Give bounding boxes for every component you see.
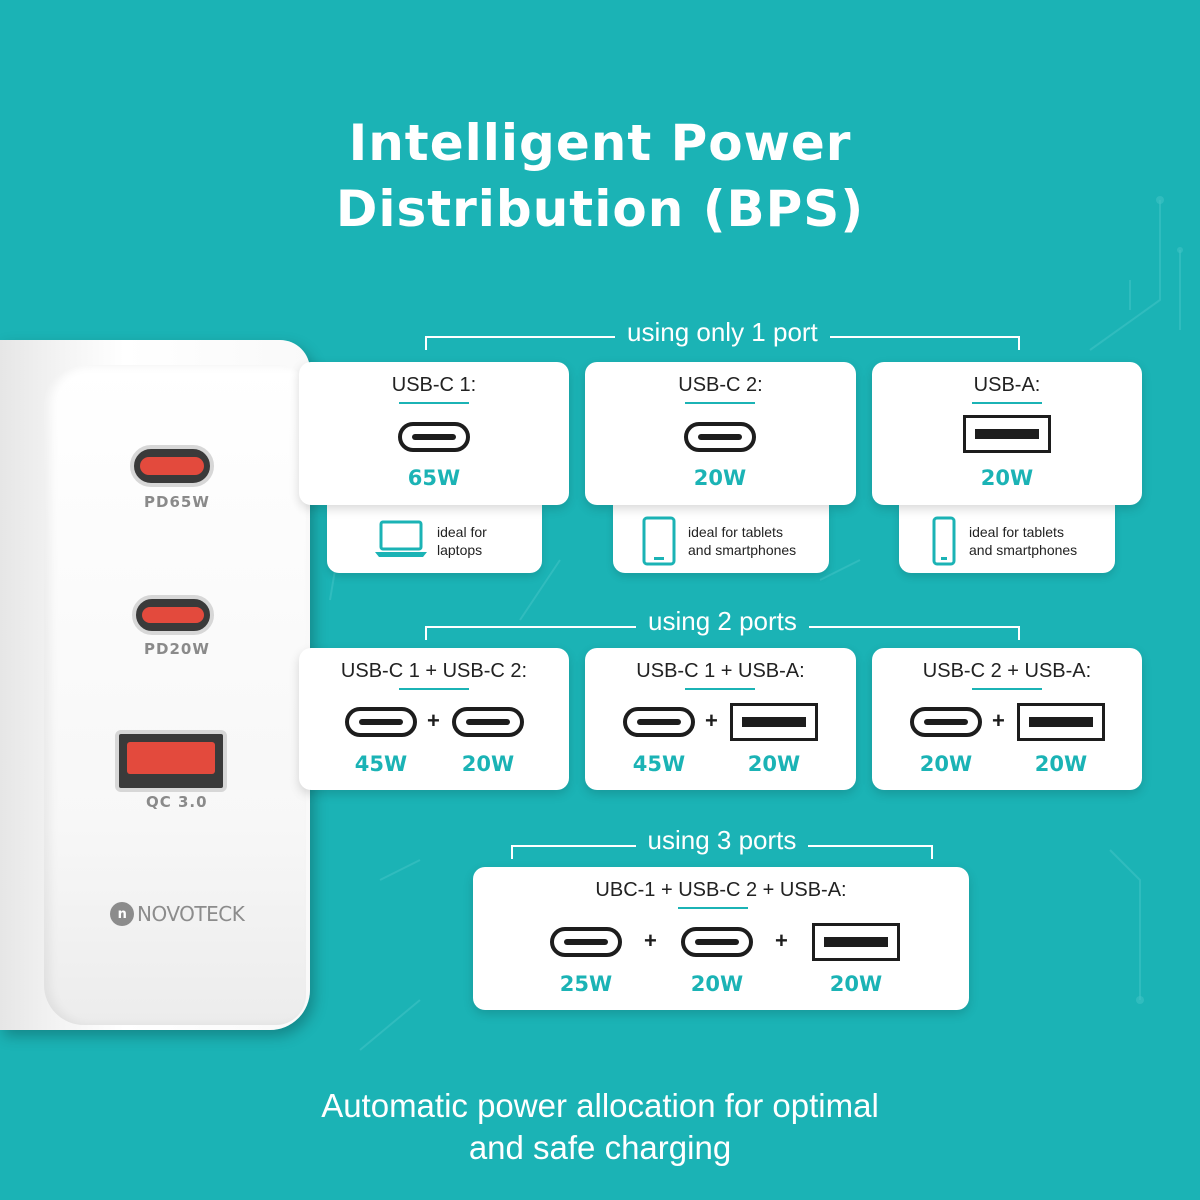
tab-text-line-1: ideal for tablets [969, 524, 1064, 540]
usb-a-port [115, 730, 227, 792]
plus-sign: + [992, 708, 1005, 733]
usb-c2-port [132, 595, 214, 635]
title-line-1: Intelligent Power [348, 114, 852, 172]
card-usb-c1-usb-a: USB-C 1 + USB-A: + 45W 20W [585, 648, 856, 790]
card-title: UBC-1 + USB-C 2 + USB-A: [595, 879, 847, 901]
novoteck-logo-icon: n [110, 902, 134, 926]
tab-text-line-2: and smartphones [969, 542, 1078, 558]
watt-value-1: 20W [919, 752, 973, 776]
card-usb-c2-usb-a: USB-C 2 + USB-A: + 20W 20W [872, 648, 1142, 790]
card-title: USB-C 1 + USB-A: [636, 660, 805, 682]
card-three-ports: UBC-1 + USB-C 2 + USB-A: + + 25W 20W 20W [473, 867, 969, 1010]
watt-value: 20W [980, 466, 1034, 490]
brand-name: NOVOTECK [137, 902, 245, 926]
card-usb-a: USB-A: 20W [872, 362, 1142, 505]
card-title: USB-A: [973, 374, 1041, 396]
usb-c-icon [398, 422, 470, 452]
plus-sign: + [427, 708, 440, 733]
usb-c-icon [684, 422, 756, 452]
card-title: USB-C 2 + USB-A: [922, 660, 1092, 682]
watt-value-2: 20W [690, 972, 744, 996]
tablet-icon [642, 516, 676, 566]
one-port-section-label: using only 1 port [615, 317, 830, 348]
usb-c-icon [623, 707, 695, 737]
card-usb-c1: USB-C 1: 65W [299, 362, 569, 505]
tab-text-line-2: and smartphones [688, 542, 797, 558]
footer-line-1: Automatic power allocation for optimal [321, 1087, 879, 1124]
charger-product-image: PD65W PD20W QC 3.0 n NOVOTECK [0, 340, 320, 1040]
watt-value-2: 20W [747, 752, 801, 776]
watt-value-1: 25W [559, 972, 613, 996]
card-title: USB-C 1 + USB-C 2: [340, 660, 528, 682]
port1-label: PD65W [144, 493, 210, 511]
card-usb-c1-usb-c2: USB-C 1 + USB-C 2: + 45W 20W [299, 648, 569, 790]
usb-a-icon [730, 703, 818, 741]
usb-c1-port [130, 445, 214, 487]
usb-c-icon [452, 707, 524, 737]
usb-c-icon [681, 927, 753, 957]
watt-value: 20W [693, 466, 747, 490]
plus-sign: + [775, 928, 788, 953]
page-title: Intelligent Power Distribution (BPS) [0, 110, 1200, 242]
three-ports-section-label: using 3 ports [635, 825, 809, 856]
watt-value-2: 20W [461, 752, 515, 776]
usb-a-icon [963, 415, 1051, 453]
watt-value-1: 45W [632, 752, 686, 776]
laptop-icon [375, 520, 427, 557]
smartphone-tab: ideal for tablets and smartphones [899, 505, 1115, 573]
two-ports-section-label: using 2 ports [636, 606, 809, 637]
plus-sign: + [705, 708, 718, 733]
smartphone-icon [932, 516, 956, 566]
card-title: USB-C 2: [678, 374, 763, 396]
title-line-2: Distribution (BPS) [335, 180, 865, 238]
port2-label: PD20W [144, 640, 210, 658]
tab-text-line-1: ideal for tablets [688, 524, 783, 540]
brand-logo: n NOVOTECK [110, 902, 245, 926]
watt-value-2: 20W [1034, 752, 1088, 776]
tab-text-line-1: ideal for [437, 524, 487, 540]
card-title: USB-C 1: [391, 374, 477, 396]
usb-c-icon [345, 707, 417, 737]
laptop-tab: ideal for laptops [327, 505, 542, 573]
port3-label: QC 3.0 [146, 793, 208, 811]
plus-sign: + [644, 928, 657, 953]
footer-tagline: Automatic power allocation for optimal a… [0, 1085, 1200, 1169]
usb-a-icon [812, 923, 900, 961]
watt-value-1: 45W [354, 752, 408, 776]
usb-c-icon [910, 707, 982, 737]
footer-line-2: and safe charging [468, 1129, 732, 1166]
usb-a-icon [1017, 703, 1105, 741]
tab-text-line-2: laptops [437, 542, 483, 558]
card-usb-c2: USB-C 2: 20W [585, 362, 856, 505]
tablet-tab: ideal for tablets and smartphones [613, 505, 829, 573]
watt-value: 65W [407, 466, 461, 490]
usb-c-icon [550, 927, 622, 957]
watt-value-3: 20W [829, 972, 883, 996]
